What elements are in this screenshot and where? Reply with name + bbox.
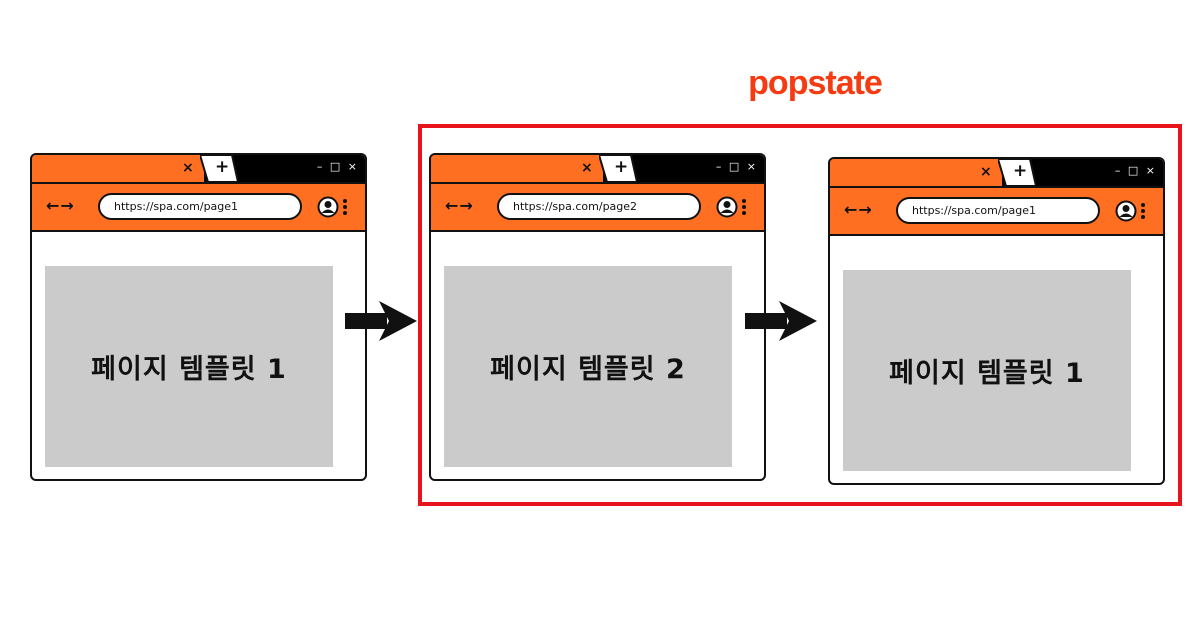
page-template-label: 페이지 템플릿 1 bbox=[889, 358, 1085, 389]
kebab-menu-icon[interactable] bbox=[1140, 201, 1146, 221]
close-icon[interactable]: × bbox=[980, 164, 992, 180]
popstate-title: popstate bbox=[748, 64, 883, 102]
close-icon[interactable]: × bbox=[182, 160, 194, 176]
nav-arrows-icon[interactable]: ←→ bbox=[46, 196, 75, 215]
address-bar[interactable]: https://spa.com/page1 bbox=[896, 197, 1100, 224]
window-controls[interactable]: – □ × bbox=[316, 160, 359, 173]
toolbar: ←→ https://spa.com/page1 bbox=[830, 186, 1163, 236]
title-bar: × + – □ × bbox=[32, 155, 365, 182]
popstate-highlight-frame bbox=[418, 124, 1182, 506]
plus-icon[interactable]: + bbox=[614, 157, 629, 177]
browser-window-3: × + – □ × ←→ https://spa.com/page1 페이지 템… bbox=[828, 157, 1165, 485]
close-icon[interactable]: × bbox=[581, 160, 593, 176]
page-template-label: 페이지 템플릿 1 bbox=[91, 354, 287, 385]
plus-icon[interactable]: + bbox=[1013, 161, 1028, 181]
profile-icon[interactable] bbox=[716, 196, 738, 218]
nav-arrows-icon[interactable]: ←→ bbox=[445, 196, 474, 215]
page-content: 페이지 템플릿 2 bbox=[444, 266, 732, 467]
toolbar: ←→ https://spa.com/page2 bbox=[431, 182, 764, 232]
browser-window-2: × + – □ × ←→ https://spa.com/page2 페이지 템… bbox=[429, 153, 766, 481]
right-arrow-icon bbox=[345, 301, 417, 341]
new-tab[interactable] bbox=[200, 155, 238, 182]
nav-arrows-icon[interactable]: ←→ bbox=[844, 200, 873, 219]
profile-icon[interactable] bbox=[1115, 200, 1137, 222]
new-tab[interactable] bbox=[998, 159, 1036, 186]
page-content: 페이지 템플릿 1 bbox=[843, 270, 1131, 471]
right-arrow-icon bbox=[745, 301, 817, 341]
window-controls[interactable]: – □ × bbox=[1114, 164, 1157, 177]
address-bar[interactable]: https://spa.com/page2 bbox=[497, 193, 701, 220]
page-template-label: 페이지 템플릿 2 bbox=[490, 354, 686, 385]
window-controls[interactable]: – □ × bbox=[715, 160, 758, 173]
kebab-menu-icon[interactable] bbox=[741, 197, 747, 217]
plus-icon[interactable]: + bbox=[215, 157, 230, 177]
title-bar: × + – □ × bbox=[830, 159, 1163, 186]
title-bar: × + – □ × bbox=[431, 155, 764, 182]
page-content: 페이지 템플릿 1 bbox=[45, 266, 333, 467]
profile-icon[interactable] bbox=[317, 196, 339, 218]
toolbar: ←→ https://spa.com/page1 bbox=[32, 182, 365, 232]
address-bar[interactable]: https://spa.com/page1 bbox=[98, 193, 302, 220]
new-tab[interactable] bbox=[599, 155, 637, 182]
browser-window-1: × + – □ × ←→ https://spa.com/page1 페이지 템… bbox=[30, 153, 367, 481]
kebab-menu-icon[interactable] bbox=[342, 197, 348, 217]
